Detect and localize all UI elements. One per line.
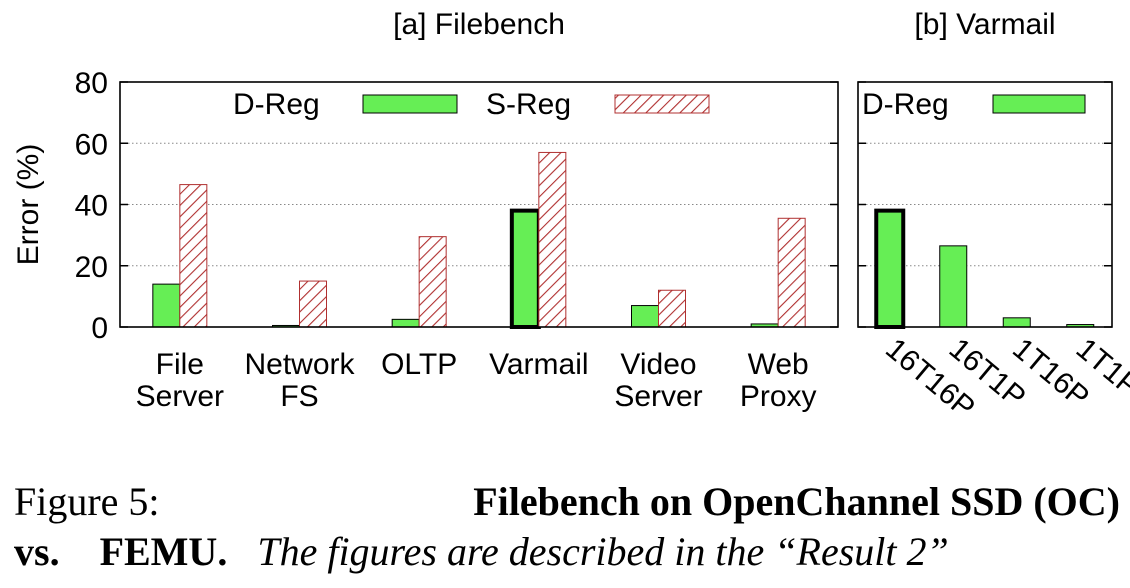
bar-s-reg-video-server [658, 289, 686, 328]
ytick-label-40: 40 [75, 190, 108, 223]
x-tick-label: File [156, 348, 204, 381]
legend-swatch-d-reg [362, 94, 458, 114]
ytick-label-60: 60 [75, 128, 108, 161]
bar-d-reg-video-server [631, 305, 659, 328]
bar-d-reg-varmail [509, 208, 541, 329]
legend-label-d-reg: D-Reg [233, 88, 320, 121]
legend-label-d-reg: D-Reg [862, 88, 949, 121]
figure-caption-line-1: Figure 5: Filebench on OpenChannel SSD (… [14, 478, 1120, 526]
bar-d-reg-oltp [391, 318, 420, 328]
bar-d-reg-16t16p [874, 208, 906, 329]
chart-title-2: [b] Varmail [914, 8, 1055, 41]
bar-d-reg-1t16p [1002, 317, 1031, 328]
figure-caption-text: The figures are described in the “Result… [257, 529, 949, 574]
y-axis-label: Error (%) [12, 144, 45, 266]
legend-label-s-reg: S-Reg [486, 88, 571, 121]
bar-s-reg-web-proxy [777, 217, 806, 328]
chart-title-1: [a] Filebench [393, 8, 565, 41]
x-tick-label: Video [620, 348, 696, 381]
x-tick-label: Varmail [489, 348, 588, 381]
x-tick-label: Web [748, 348, 809, 381]
bar-s-reg-file-server [179, 184, 208, 328]
figure-caption-line-2: vs. FEMU. The figures are described in t… [14, 528, 1120, 576]
figure-label: Figure 5: [14, 479, 160, 524]
x-tick-label: Proxy [740, 380, 817, 413]
plot-frame-2 [857, 81, 1113, 328]
x-tick-label: OLTP [381, 348, 457, 381]
ytick-label-80: 80 [75, 67, 108, 100]
x-tick-label: Server [136, 380, 224, 413]
figure-title-part-1: Filebench on OpenChannel SSD (OC) [473, 479, 1120, 524]
bar-s-reg-network-fs [299, 280, 327, 328]
x-tick-label: Network [244, 348, 355, 381]
ytick-label-20: 20 [75, 251, 108, 284]
bar-d-reg-16t1p [939, 245, 968, 328]
x-tick-label: FS [280, 380, 318, 413]
plot-frame-1 [119, 81, 839, 328]
figure-title-part-2: vs. FEMU. [14, 529, 228, 574]
bar-s-reg-oltp [418, 236, 447, 328]
ytick-label-0: 0 [91, 312, 108, 345]
bar-d-reg-file-server [152, 283, 181, 328]
bar-s-reg-varmail [538, 151, 567, 328]
legend-swatch-s-reg [614, 94, 710, 114]
legend-swatch-d-reg [992, 94, 1086, 114]
x-tick-label: Server [614, 380, 702, 413]
